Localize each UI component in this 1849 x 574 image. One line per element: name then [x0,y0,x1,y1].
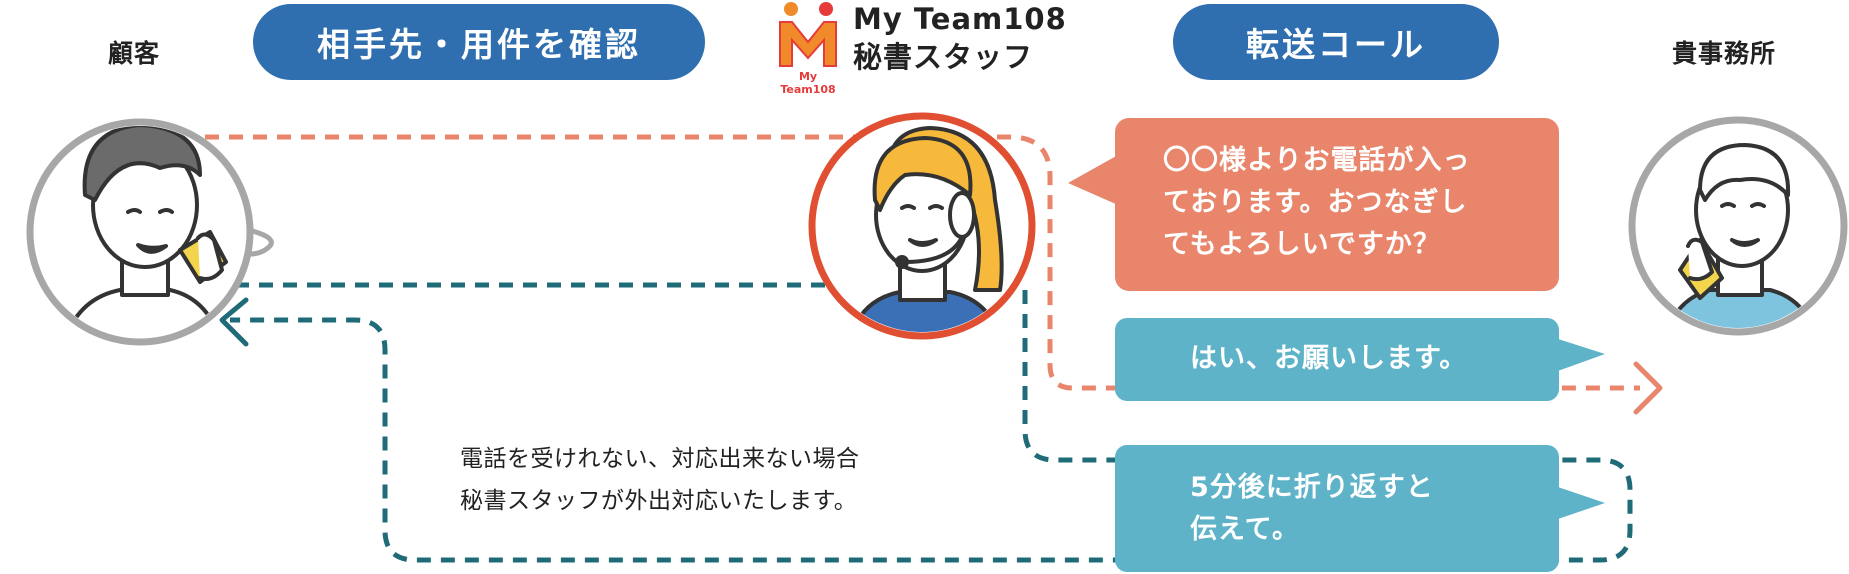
bubble-line: ております。おつなぎし [1163,187,1468,218]
teal-arrow-head [219,297,249,347]
bubble-office-callback [1115,445,1605,572]
customer-label: 顧客 [108,39,161,68]
bubble-line: 5分後に折り返すと [1190,472,1434,503]
brand-line-1: My Team108 [853,2,1067,36]
office-label: 貴事務所 [1672,39,1777,68]
bubble-operator-to-office [1068,118,1559,291]
note-line: 秘書スタッフが外出対応いたします。 [460,488,858,514]
logo-caption: My Team108 [780,70,836,96]
bubble-office-reply-text: はい、お願いします。 [1190,343,1468,374]
outgoing-support-note: 電話を受けれない、対応出来ない場合 秘書スタッフが外出対応いたします。 [460,438,860,522]
brand-line-2: 秘書スタッフ [853,40,1034,74]
brand-title: My Team108 秘書スタッフ [853,0,1067,76]
teal-flow-line-loop [230,290,1633,563]
orange-arrow-head [1633,361,1663,415]
bubble-line: 〇〇様よりお電話が入っ [1163,145,1471,176]
bubble-office-reply [1115,318,1605,401]
orange-flow-line [205,134,1640,391]
bubble-operator-to-office-text: 〇〇様よりお電話が入っ ております。おつなぎし てもよろしいですか？ [1163,140,1470,266]
bubble-line: 伝えて。 [1190,514,1300,545]
confirm-pill: 相手先・用件を確認 [253,4,705,80]
bubble-office-callback-text: 5分後に折り返すと 伝えて。 [1190,467,1434,551]
transfer-pill: 転送コール [1173,4,1499,80]
bubble-line: てもよろしいですか？ [1163,229,1441,260]
note-line: 電話を受けれない、対応出来ない場合 [460,446,860,472]
